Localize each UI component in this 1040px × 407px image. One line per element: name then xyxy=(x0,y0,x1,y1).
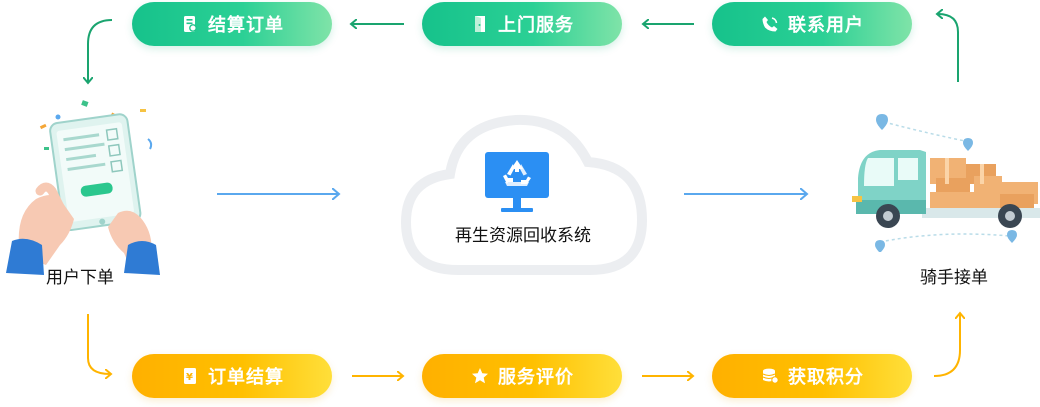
step-onsite-service: 上门服务 xyxy=(422,2,622,46)
step-service-review: 服务评价 xyxy=(422,354,622,398)
step-contact-user: 联系用户 xyxy=(712,2,912,46)
recycle-monitor-icon xyxy=(485,152,549,212)
coins-icon xyxy=(760,366,780,386)
arrow-settle-to-user xyxy=(88,19,113,82)
step-onsite-service-label: 上门服务 xyxy=(498,15,574,35)
system-label: 再生资源回收系统 xyxy=(455,226,591,245)
step-order-settlement-label: 订单结算 xyxy=(208,367,284,387)
arrow-rider-to-contact xyxy=(938,14,959,82)
user-order-illustration xyxy=(6,100,160,275)
svg-text:¥: ¥ xyxy=(186,372,194,383)
door-icon xyxy=(470,14,490,34)
step-service-review-label: 服务评价 xyxy=(498,367,574,387)
arrow-points-to-rider xyxy=(933,314,960,377)
user-order-label: 用户下单 xyxy=(46,268,114,287)
step-order-settlement: ¥ 订单结算 xyxy=(132,354,332,398)
step-contact-user-label: 联系用户 xyxy=(788,15,864,35)
star-icon xyxy=(470,366,490,386)
phone-icon xyxy=(760,14,780,34)
arrow-user-to-order-settle xyxy=(87,314,110,374)
yen-receipt-icon: ¥ xyxy=(180,366,200,386)
step-earn-points-label: 获取积分 xyxy=(788,367,864,387)
step-earn-points: 获取积分 xyxy=(712,354,912,398)
rider-truck-illustration xyxy=(852,114,1040,252)
receipt-icon xyxy=(180,14,200,34)
step-settle-order-label: 结算订单 xyxy=(208,15,284,35)
step-settle-order: 结算订单 xyxy=(132,2,332,46)
rider-accept-label: 骑手接单 xyxy=(920,268,988,287)
